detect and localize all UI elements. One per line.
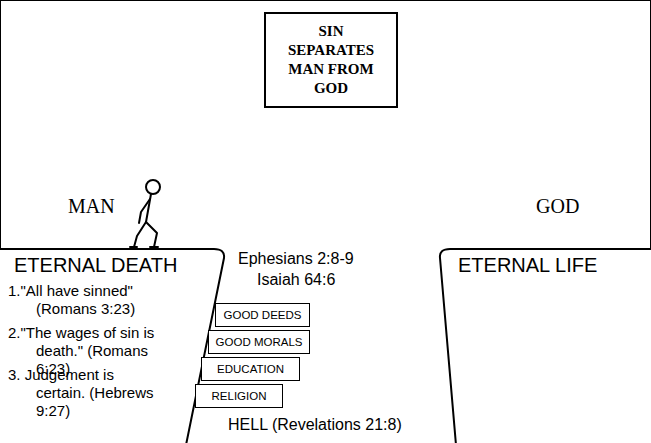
step-label: RELIGION [212,390,267,402]
scripture-point: 3. Judgement is certain. (Hebrews 9:27) [8,366,158,420]
step-label: GOOD MORALS [216,336,303,348]
cliff-region: ETERNAL DEATH 1."All have sinned" (Romans… [0,248,227,443]
step-label: GOOD DEEDS [224,309,302,321]
cliff-right [432,248,651,443]
scripture-ref: Ephesians 2:8-9 [238,250,354,268]
hell-label: HELL (Revelations 21:8) [228,416,402,434]
title-text: SIN SEPARATES MAN FROM GOD [286,22,376,98]
scripture-point: 1."All have sinned" (Romans 3:23) [8,282,190,318]
step-box: RELIGION [195,384,283,408]
cliff-right-outline [440,249,651,443]
man-label: MAN [68,195,115,217]
man-figure [130,180,160,247]
region-heading: ETERNAL LIFE [458,254,597,276]
step-box: GOOD MORALS [208,330,310,354]
step-box: EDUCATION [201,357,300,381]
step-box: GOOD DEEDS [215,303,310,327]
cliff-region: ETERNAL LIFE [432,248,651,443]
scripture-ref: Isaiah 64:6 [257,271,335,289]
title-box: SIN SEPARATES MAN FROM GOD [264,12,398,108]
step-label: EDUCATION [217,363,284,375]
god-label: GOD [536,195,579,217]
region-heading: ETERNAL DEATH [14,254,214,276]
cliff-left-outline [0,249,224,443]
